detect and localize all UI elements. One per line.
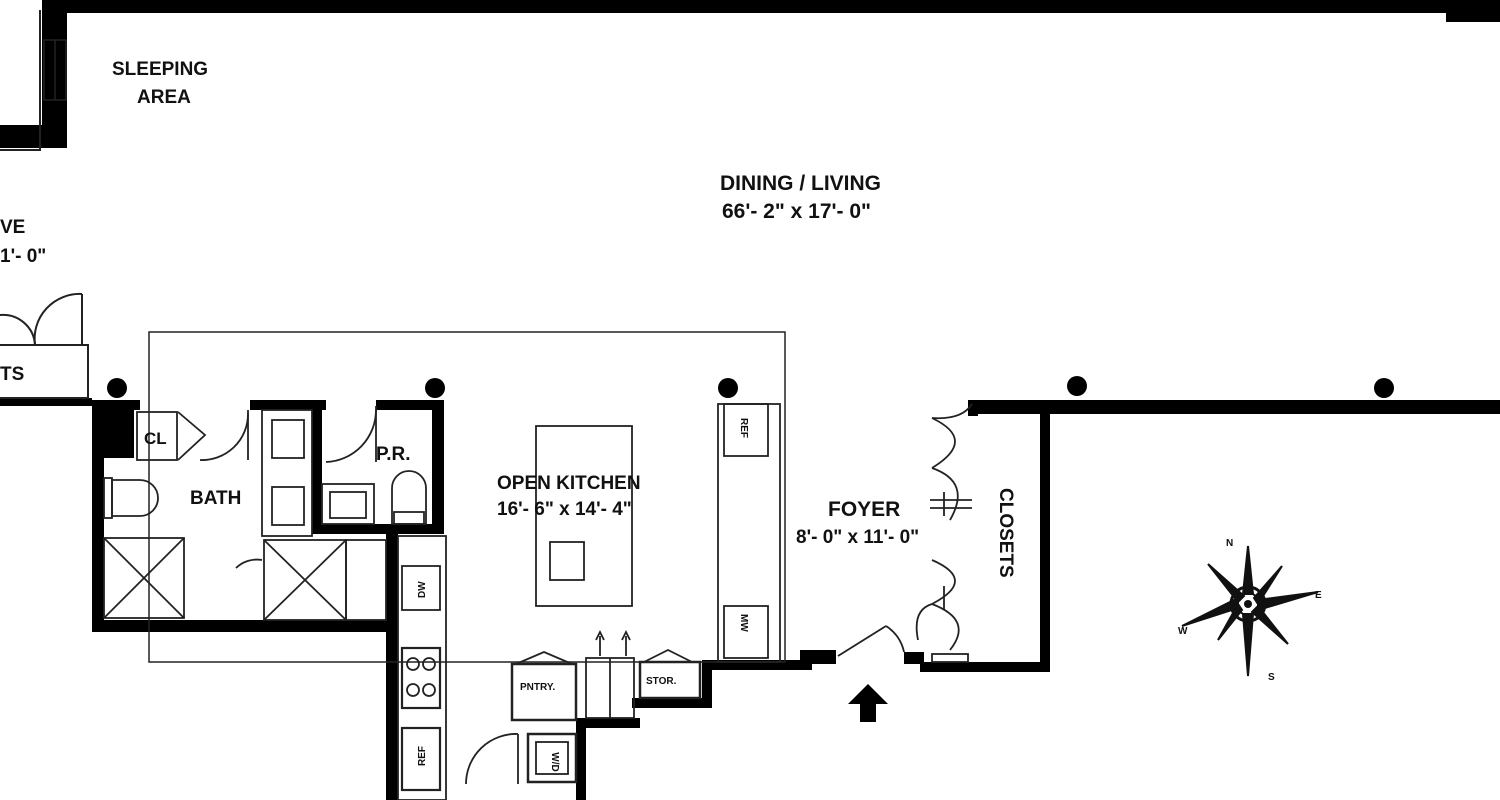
label-bath: BATH (190, 488, 241, 509)
label-closets: CLOSETS (995, 488, 1016, 578)
compass-s: S (1268, 672, 1275, 683)
compass-rose-icon (1181, 545, 1319, 677)
label-refrigerator: REF (417, 746, 428, 766)
window (43, 39, 67, 101)
label-foyer-dims: 8'- 0" x 11'- 0" (796, 527, 919, 548)
compass-w: W (1178, 626, 1188, 637)
label-sleeping-line1: SLEEPING (112, 59, 208, 80)
label-alcove-partial-line1: VE (0, 217, 25, 238)
compass-e: E (1315, 590, 1322, 601)
label-washer-dryer: W/D (549, 752, 560, 771)
label-storage: STOR. (646, 676, 677, 687)
label-dining-living-dims: 66'- 2" x 17'- 0" (722, 200, 871, 223)
label-top-counter: REF (738, 418, 749, 438)
label-closet: CL (144, 429, 167, 448)
entry-arrow-icon (848, 684, 888, 722)
label-foyer: FOYER (828, 498, 900, 521)
label-powder-room: P.R. (376, 444, 411, 465)
label-bottom-counter: MW (738, 614, 749, 632)
kitchen-fixtures (397, 403, 781, 800)
label-sleeping-line2: AREA (137, 87, 191, 108)
thin-walls (0, 10, 786, 663)
label-dishwasher: DW (417, 581, 428, 598)
label-open-kitchen-dims: 16'- 6" x 14'- 4" (497, 499, 632, 520)
bath-fixtures (103, 406, 427, 621)
label-open-kitchen: OPEN KITCHEN (497, 473, 641, 494)
foyer-fixtures (837, 403, 973, 663)
label-pantry: PNTRY. (520, 682, 555, 693)
compass-n: N (1226, 538, 1233, 549)
label-closets-partial: TS (0, 364, 24, 385)
label-alcove-partial-line2: 1'- 0" (0, 246, 46, 267)
structural-columns (107, 376, 1394, 398)
label-dining-living: DINING / LIVING (720, 172, 881, 195)
